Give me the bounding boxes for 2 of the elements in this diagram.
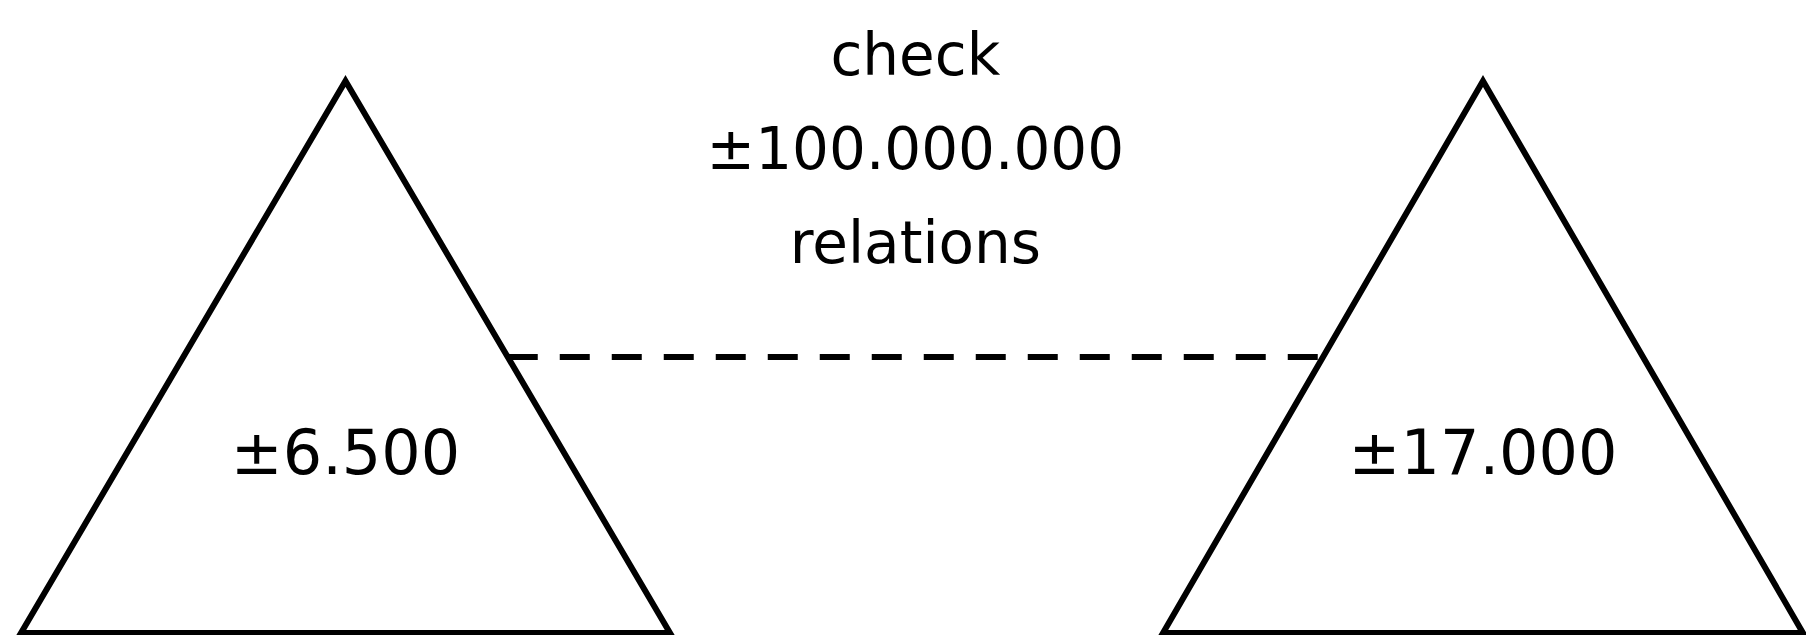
node-label: ±17.000 bbox=[1348, 416, 1618, 489]
node-label: ±6.500 bbox=[230, 416, 461, 489]
